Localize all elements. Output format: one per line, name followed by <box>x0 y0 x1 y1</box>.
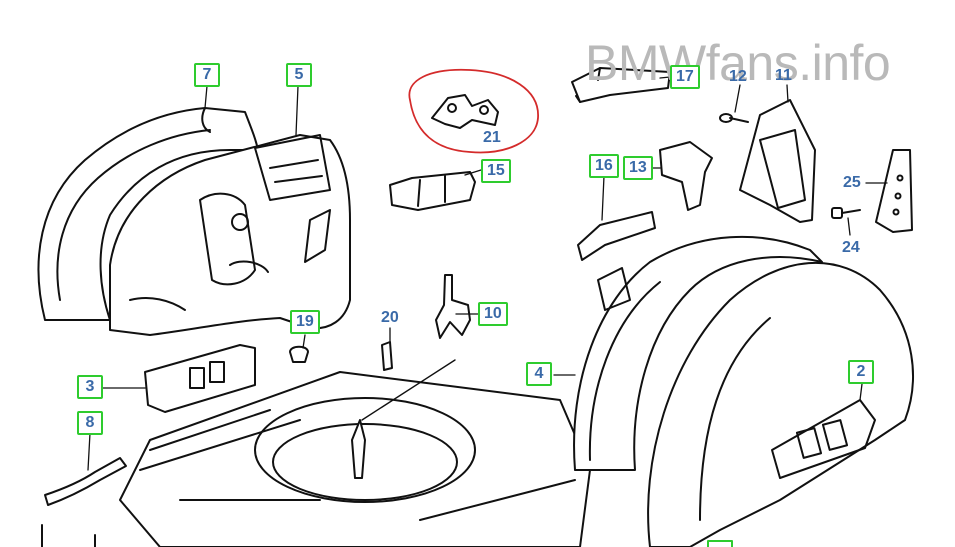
callout-17: 17 <box>670 65 700 89</box>
part-11-panel <box>739 99 816 223</box>
part-15-bracket <box>389 171 476 211</box>
part-25-plate <box>875 149 913 233</box>
callout-19: 19 <box>290 310 320 334</box>
callout-4: 4 <box>526 362 552 386</box>
part-2-outer-arch <box>647 261 914 547</box>
part-3-bracket <box>144 344 256 413</box>
callout-7: 7 <box>194 63 220 87</box>
leader-lines <box>87 76 888 471</box>
part-24-bolt <box>831 207 861 219</box>
callout-15: 15 <box>481 159 511 183</box>
part-16-strip <box>577 211 656 261</box>
callout-8: 8 <box>77 411 103 435</box>
callout-20: 20 <box>381 309 399 326</box>
part-12-screw <box>719 113 749 123</box>
part-13-clip <box>659 141 713 211</box>
watermark: BMWfans.info <box>585 35 891 91</box>
callout-16: 16 <box>589 154 619 178</box>
part-10-mount <box>435 274 471 339</box>
part-5-wheel-housing <box>109 134 351 336</box>
callout-21: 21 <box>483 129 501 146</box>
part-7-wheelhouse-liner <box>37 107 259 321</box>
callout-11: 11 <box>775 67 792 84</box>
callout-3: 3 <box>77 375 103 399</box>
callout-5: 5 <box>286 63 312 87</box>
callout-12: 12 <box>729 68 747 85</box>
callout-13: 13 <box>623 156 653 180</box>
callout-24: 24 <box>842 239 860 256</box>
part-4-wheel-arch <box>573 235 823 471</box>
part-19-plug <box>289 345 309 363</box>
callout-2: 2 <box>848 360 874 384</box>
callout-25: 25 <box>843 174 861 191</box>
part-17-strip <box>571 67 671 103</box>
part-8-tube <box>44 457 127 506</box>
cropped-callout-box <box>707 540 733 547</box>
callout-10: 10 <box>478 302 508 326</box>
part-21-bracket <box>431 94 499 129</box>
floor-panel <box>41 359 591 547</box>
highlight-circle <box>408 68 539 154</box>
part-20-pin <box>381 341 393 371</box>
